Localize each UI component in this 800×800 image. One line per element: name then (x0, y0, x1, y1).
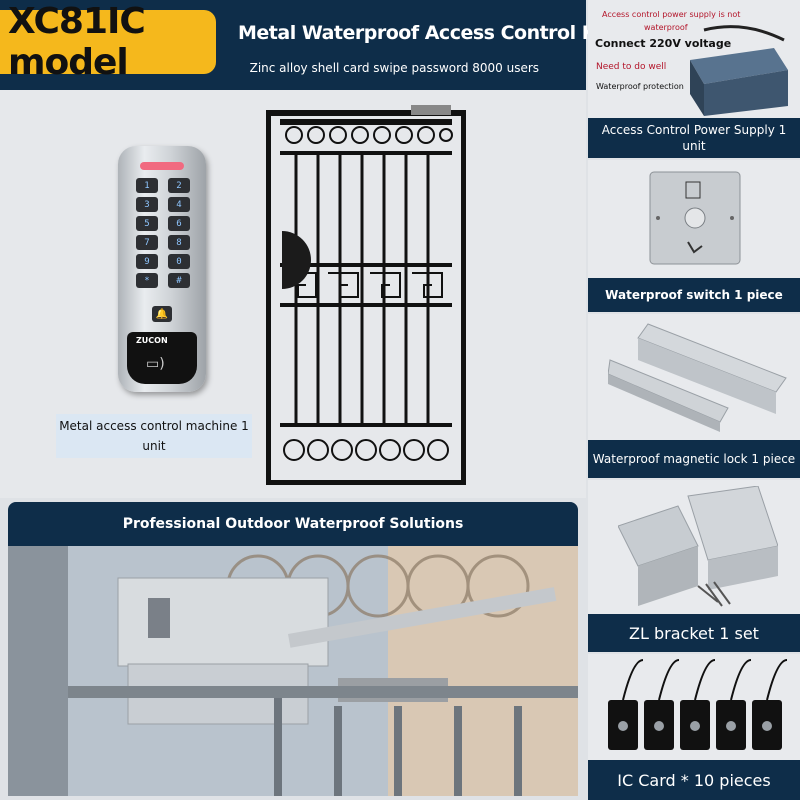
lock-cell: Waterproof magnetic lock 1 piece (588, 314, 800, 478)
magnetic-lock-image (608, 323, 787, 432)
switch-label: Waterproof switch 1 piece (588, 278, 800, 312)
key: * (136, 273, 158, 288)
key: 4 (168, 197, 190, 212)
kit-subtitle: Zinc alloy shell card swipe password 80… (240, 61, 549, 75)
key: 5 (136, 216, 158, 231)
power-supply-label: Access Control Power Supply 1 unit (588, 118, 800, 158)
ic-cards-image (608, 659, 788, 750)
card-reader-area (127, 332, 197, 384)
key: 0 (168, 254, 190, 269)
bracket-label: ZL bracket 1 set (588, 614, 800, 652)
zl-bracket-image (618, 486, 778, 607)
key: 7 (136, 235, 158, 250)
kit-title: Metal Waterproof Access Control Kit (238, 22, 611, 44)
key: 6 (168, 216, 190, 231)
access-control-keypad: 1 2 3 4 5 6 7 8 9 0 * # 🔔 ZUCON ▭) (118, 146, 206, 392)
psu-note-line2: waterproof (644, 23, 688, 32)
switch-cell: Waterproof switch 1 piece (588, 160, 800, 312)
key: 8 (168, 235, 190, 250)
key: 2 (168, 178, 190, 193)
machine-label: Metal access control machine 1 unit (56, 414, 252, 458)
key: 3 (136, 197, 158, 212)
outdoor-solutions-panel: Professional Outdoor Waterproof Solution… (8, 502, 578, 796)
key: 1 (136, 178, 158, 193)
cards-cell: IC Card * 10 pieces (588, 654, 800, 800)
metal-gate-illustration (266, 105, 466, 485)
key: # (168, 273, 190, 288)
status-led (140, 162, 184, 170)
psu-voltage: Connect 220V voltage (595, 37, 732, 50)
lock-label: Waterproof magnetic lock 1 piece (588, 440, 800, 478)
power-supply-image (690, 25, 788, 116)
psu-note-line4: Waterproof protection (596, 82, 684, 91)
card-swipe-icon: ▭) (146, 356, 165, 372)
solutions-title: Professional Outdoor Waterproof Solution… (8, 502, 578, 546)
model-badge: XC81IC model (0, 1, 216, 83)
psu-note-line3: Need to do well (596, 62, 667, 72)
bell-icon: 🔔 (152, 306, 172, 322)
keypad-brand: ZUCON (136, 336, 168, 345)
lock-installation-photo (8, 546, 578, 796)
psu-note-line1: Access control power supply is not (602, 10, 741, 19)
key: 9 (136, 254, 158, 269)
bracket-cell: ZL bracket 1 set (588, 480, 800, 652)
power-supply-cell: Access control power supply is not water… (588, 0, 800, 158)
exit-switch-image (649, 171, 741, 265)
cards-label: IC Card * 10 pieces (588, 760, 800, 800)
keypad-grid: 1 2 3 4 5 6 7 8 9 0 * # (136, 178, 190, 288)
